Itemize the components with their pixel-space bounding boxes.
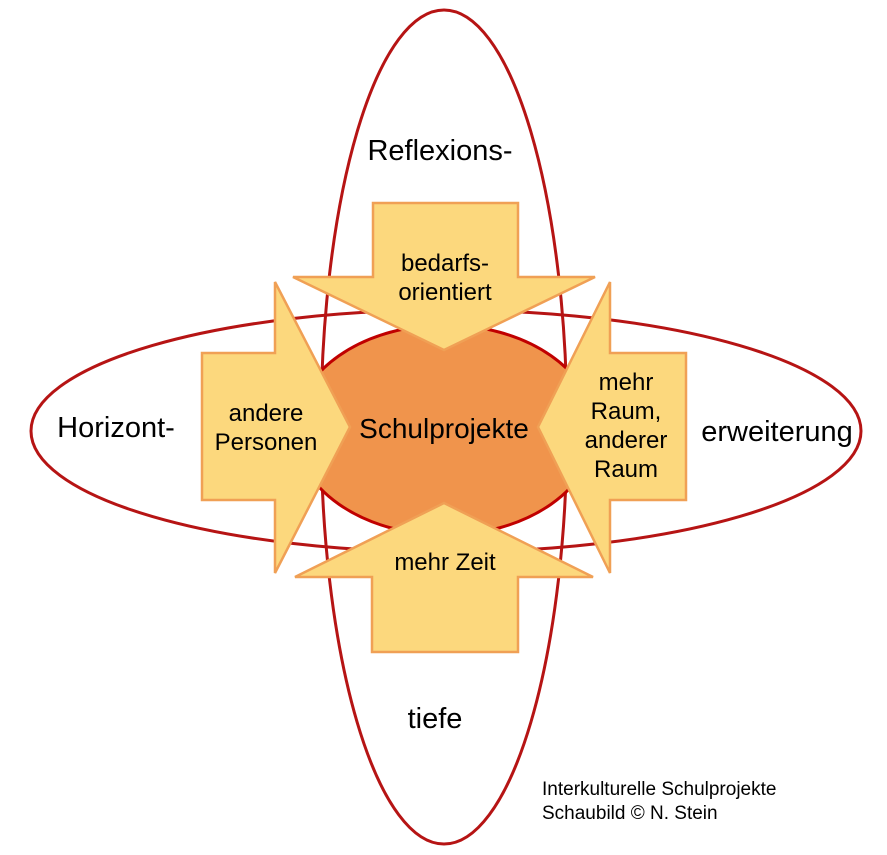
caption-line1: Interkulturelle Schulprojekte <box>542 779 776 800</box>
arrow-left-label-line1: mehr <box>599 369 654 396</box>
arrow-left-label-line3: anderer <box>585 427 668 454</box>
label-tiefe: tiefe <box>408 703 463 735</box>
arrow-up <box>294 501 594 654</box>
label-erweiterung: erweiterung <box>701 416 853 448</box>
arrow-right-label-line1: andere <box>229 400 304 427</box>
arrow-up-label: mehr Zeit <box>394 549 496 576</box>
caption-line2: Schaubild © N. Stein <box>542 803 718 824</box>
arrow-down-label-line1: bedarfs- <box>401 250 489 277</box>
arrow-right-label-line2: Personen <box>215 429 318 456</box>
caption: Interkulturelle Schulprojekte Schaubild … <box>542 779 776 824</box>
arrow-down-label-line2: orientiert <box>398 279 492 306</box>
arrow-right <box>200 281 352 574</box>
arrow-down <box>292 201 596 352</box>
arrow-left <box>536 281 688 574</box>
arrow-right-label: andere Personen <box>215 400 318 456</box>
arrow-down-label: bedarfs- orientiert <box>398 250 492 306</box>
arrow-left-label-line2: Raum, <box>591 398 662 425</box>
arrow-left-label-line4: Raum <box>594 456 658 483</box>
center-label: Schulprojekte <box>359 413 529 444</box>
arrow-left-label: mehr Raum, anderer Raum <box>585 369 668 483</box>
label-horizont: Horizont- <box>57 412 175 444</box>
label-reflexions: Reflexions- <box>367 135 512 167</box>
